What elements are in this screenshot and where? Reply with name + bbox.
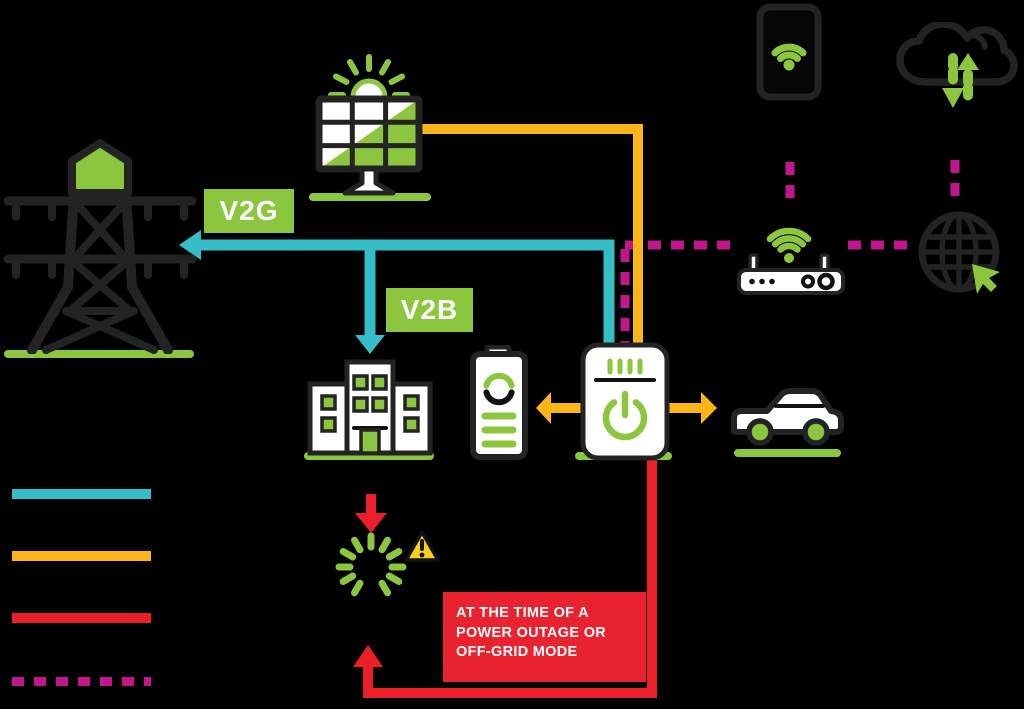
- orange-flow-lines: [419, 124, 717, 424]
- building-icon: [307, 359, 433, 456]
- internet-globe-cursor-icon: [918, 211, 1000, 294]
- comms-dashed-lines: [620, 160, 960, 347]
- wifi-router-icon: [737, 227, 845, 295]
- building-door: [359, 428, 381, 455]
- building-windows: [320, 374, 420, 433]
- teal-flow-lines: [179, 230, 615, 354]
- cloud-sync-arrows: [942, 53, 979, 108]
- power-icon: [602, 399, 648, 441]
- v2g-label: V2G: [204, 189, 294, 233]
- callout-line-3: OFF-GRID MODE: [456, 644, 578, 660]
- ev-charger-icon: [580, 342, 670, 461]
- callout-line-1: AT THE TIME OF A: [456, 605, 589, 621]
- v2b-label: V2B: [386, 288, 473, 332]
- loading-spinner-icon: [335, 532, 407, 597]
- transmission-tower-icon: [3, 139, 197, 354]
- warning-triangle-icon: [404, 530, 440, 562]
- power-outage-callout: AT THE TIME OF A POWER OUTAGE OR OFF-GRI…: [443, 592, 646, 682]
- cursor-icon: [972, 264, 1000, 294]
- legend-red-line: [12, 613, 151, 623]
- battery-icon: [470, 345, 528, 460]
- legend-teal-line: [12, 489, 151, 499]
- legend-magenta-line: [12, 677, 151, 686]
- cloud-data-sync-icon: [896, 22, 1018, 108]
- smartphone-wifi-icon: [756, 3, 822, 101]
- electric-car-icon: [731, 388, 844, 446]
- red-outage-path: [353, 456, 657, 698]
- legend-orange-line: [12, 551, 151, 561]
- callout-line-2: POWER OUTAGE OR: [456, 624, 607, 641]
- solar-panel-icon: [315, 54, 423, 196]
